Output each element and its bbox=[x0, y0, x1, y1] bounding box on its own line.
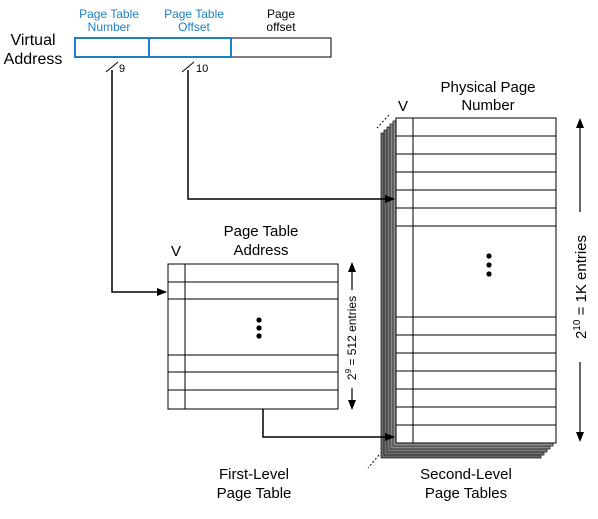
page-offset-label-line2: offset bbox=[266, 20, 296, 34]
second-level-page-table bbox=[395, 117, 557, 444]
first-level-size-label: 29 = 512 entries bbox=[344, 296, 359, 380]
ellipsis-dot bbox=[256, 333, 262, 339]
stack-continuation-bottom bbox=[367, 454, 380, 469]
first-level-title-line1: Page Table bbox=[224, 223, 299, 240]
index-arrow-first-level bbox=[111, 70, 167, 296]
ellipsis-dot bbox=[486, 271, 492, 277]
second-level-caption-line2: Page Tables bbox=[425, 485, 507, 502]
page-table-offset-field bbox=[148, 37, 232, 58]
ellipsis-dot bbox=[486, 253, 492, 259]
bit-width-10: 10 bbox=[196, 63, 208, 75]
bit-width-tick-9 bbox=[105, 61, 119, 73]
page-offset-field bbox=[230, 37, 332, 58]
pointer-arrow-to-second-level bbox=[262, 409, 395, 441]
page-offset-label-line1: Page bbox=[267, 7, 295, 21]
second-level-title-line1: Physical Page bbox=[440, 79, 535, 96]
second-level-title-line2: Number bbox=[461, 97, 514, 114]
second-level-caption-line1: Second-Level bbox=[420, 466, 512, 483]
second-level-size-dimension: 210 = 1K entries bbox=[572, 118, 590, 442]
first-level-size-dimension: 29 = 512 entries bbox=[344, 262, 359, 410]
second-level-size-label: 210 = 1K entries bbox=[572, 235, 590, 339]
first-level-page-table bbox=[167, 263, 339, 410]
virtual-address-label-line2: Address bbox=[4, 51, 63, 68]
first-level-caption-line2: Page Table bbox=[217, 485, 292, 502]
first-level-caption-line1: First-Level bbox=[219, 466, 289, 483]
page-table-number-label-line2: Number bbox=[88, 20, 131, 34]
bit-width-tick-10 bbox=[181, 61, 195, 73]
page-table-number-label-line1: Page Table bbox=[79, 7, 139, 21]
ellipsis-dot bbox=[256, 317, 262, 323]
ellipsis-dot bbox=[486, 262, 492, 268]
first-level-title-line2: Address bbox=[233, 242, 288, 259]
page-table-offset-label-line1: Page Table bbox=[164, 7, 224, 21]
first-level-v-label: V bbox=[171, 243, 181, 260]
page-table-number-field bbox=[74, 37, 150, 58]
page-table-offset-label-line2: Offset bbox=[178, 20, 210, 34]
ellipsis-dot bbox=[256, 325, 262, 331]
second-level-v-label: V bbox=[398, 98, 408, 115]
bit-width-9: 9 bbox=[119, 63, 125, 75]
index-arrow-second-level bbox=[187, 70, 395, 203]
virtual-address-label-line1: Virtual bbox=[10, 32, 55, 49]
stack-continuation-top bbox=[376, 114, 390, 129]
